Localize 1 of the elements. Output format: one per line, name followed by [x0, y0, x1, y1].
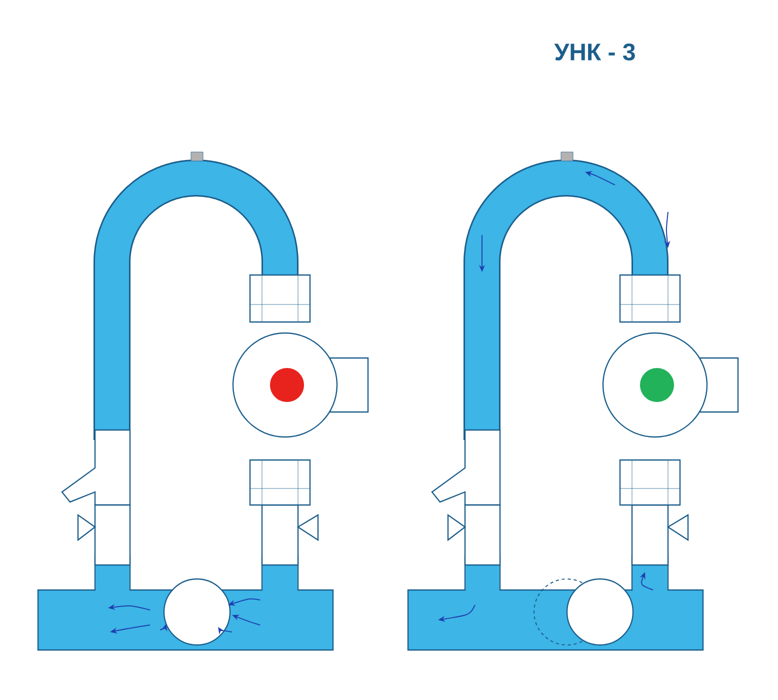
- title: УНК - 3: [554, 43, 635, 60]
